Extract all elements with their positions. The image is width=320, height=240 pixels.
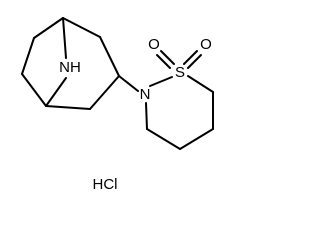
salt-label: HCl bbox=[93, 176, 118, 193]
atom-s-label: S bbox=[175, 64, 185, 81]
atom-n-label: N bbox=[140, 86, 151, 103]
bond-s-o-left-b bbox=[156, 54, 171, 69]
bond-s-o-right-b bbox=[187, 54, 202, 69]
bond-c3-c4 bbox=[89, 75, 120, 110]
bond-c6-c7 bbox=[21, 37, 35, 75]
bond-c5-c6 bbox=[21, 73, 47, 107]
bond-c1-c2 bbox=[62, 17, 101, 38]
bond-c10-c11 bbox=[146, 128, 181, 150]
atom-o-left-label: O bbox=[148, 36, 160, 53]
bond-s-c8 bbox=[187, 75, 214, 93]
bond-c1-nh bbox=[62, 17, 67, 59]
atom-o-right-label: O bbox=[200, 36, 212, 53]
bond-c9-c10 bbox=[179, 128, 214, 150]
bond-c4-c5 bbox=[45, 105, 91, 110]
bond-nh-c5 bbox=[45, 77, 67, 107]
bond-s-o-right-a bbox=[183, 50, 198, 65]
bond-c2-c3 bbox=[99, 36, 120, 77]
bond-s-o-left-a bbox=[160, 50, 175, 65]
bicyclic-bonds bbox=[21, 17, 120, 110]
sulfonyl-bonds bbox=[156, 50, 202, 69]
thiazinane-bonds bbox=[145, 75, 214, 150]
bond-c7-c1 bbox=[33, 17, 64, 39]
linker-bond bbox=[118, 75, 139, 92]
bond-n-s bbox=[149, 76, 173, 87]
bond-c11-n bbox=[145, 102, 148, 130]
chemical-structure: NH N S O O HCl bbox=[21, 17, 214, 193]
bond-c3-n bbox=[118, 75, 139, 92]
atom-nh-label: NH bbox=[59, 59, 81, 76]
